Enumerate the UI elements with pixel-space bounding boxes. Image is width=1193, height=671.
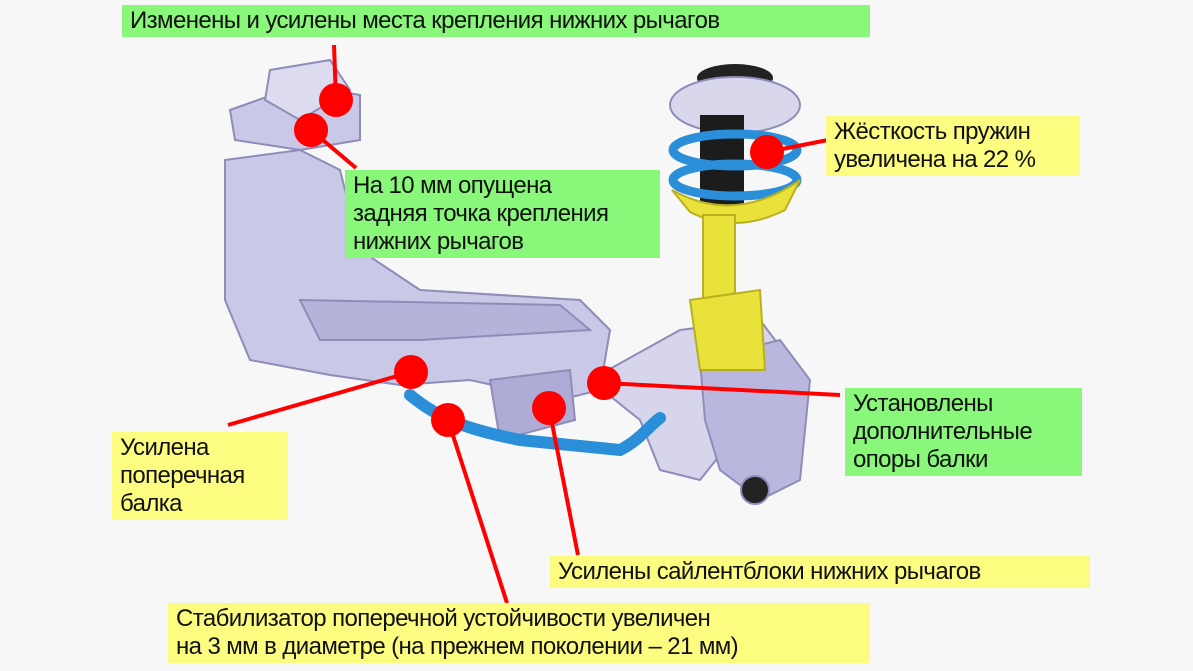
label-line: Изменены и усилены места крепления нижни… [130,7,720,34]
label-line: опоры балки [853,446,988,473]
callout-markers [294,83,784,437]
label-line: поперечная [120,462,245,489]
label-bushings: Усилены сайлентблоки нижних рычагов [550,556,1090,588]
label-line: дополнительные [853,418,1033,445]
label-line: Усилены сайлентблоки нижних рычагов [558,558,981,585]
label-line: Жёсткость пружин [834,118,1031,145]
marker-dot [294,113,328,147]
label-stabilizer: Стабилизатор поперечной устойчивости уве… [168,603,870,663]
label-cross-beam: Усилена поперечная балка [112,432,288,520]
label-line: балка [120,490,183,517]
marker-dot [750,135,784,169]
marker-dot [319,83,353,117]
label-line: Стабилизатор поперечной устойчивости уве… [176,605,711,632]
marker-dot [587,366,621,400]
marker-dot [532,391,566,425]
label-beam-supports: Установлены дополнительные опоры балки [845,388,1082,476]
label-line: увеличена на 22 % [834,146,1036,173]
label-line: нижних рычагов [353,228,524,255]
label-mounts: Изменены и усилены места крепления нижни… [122,5,870,37]
subframe [224,58,612,442]
marker-dot [394,355,428,389]
label-lowered-mount: На 10 мм опущена задняя точка крепления … [345,170,660,258]
label-spring-stiffness: Жёсткость пружин увеличена на 22 % [826,116,1080,176]
label-line: задняя точка крепления [353,200,609,227]
label-line: Усилена [120,434,209,461]
label-line: на 3 мм в диаметре (на прежнем поколении… [176,633,739,660]
label-line: Установлены [853,390,993,417]
marker-dot [431,403,465,437]
strut [668,64,802,371]
label-line: На 10 мм опущена [353,172,552,199]
